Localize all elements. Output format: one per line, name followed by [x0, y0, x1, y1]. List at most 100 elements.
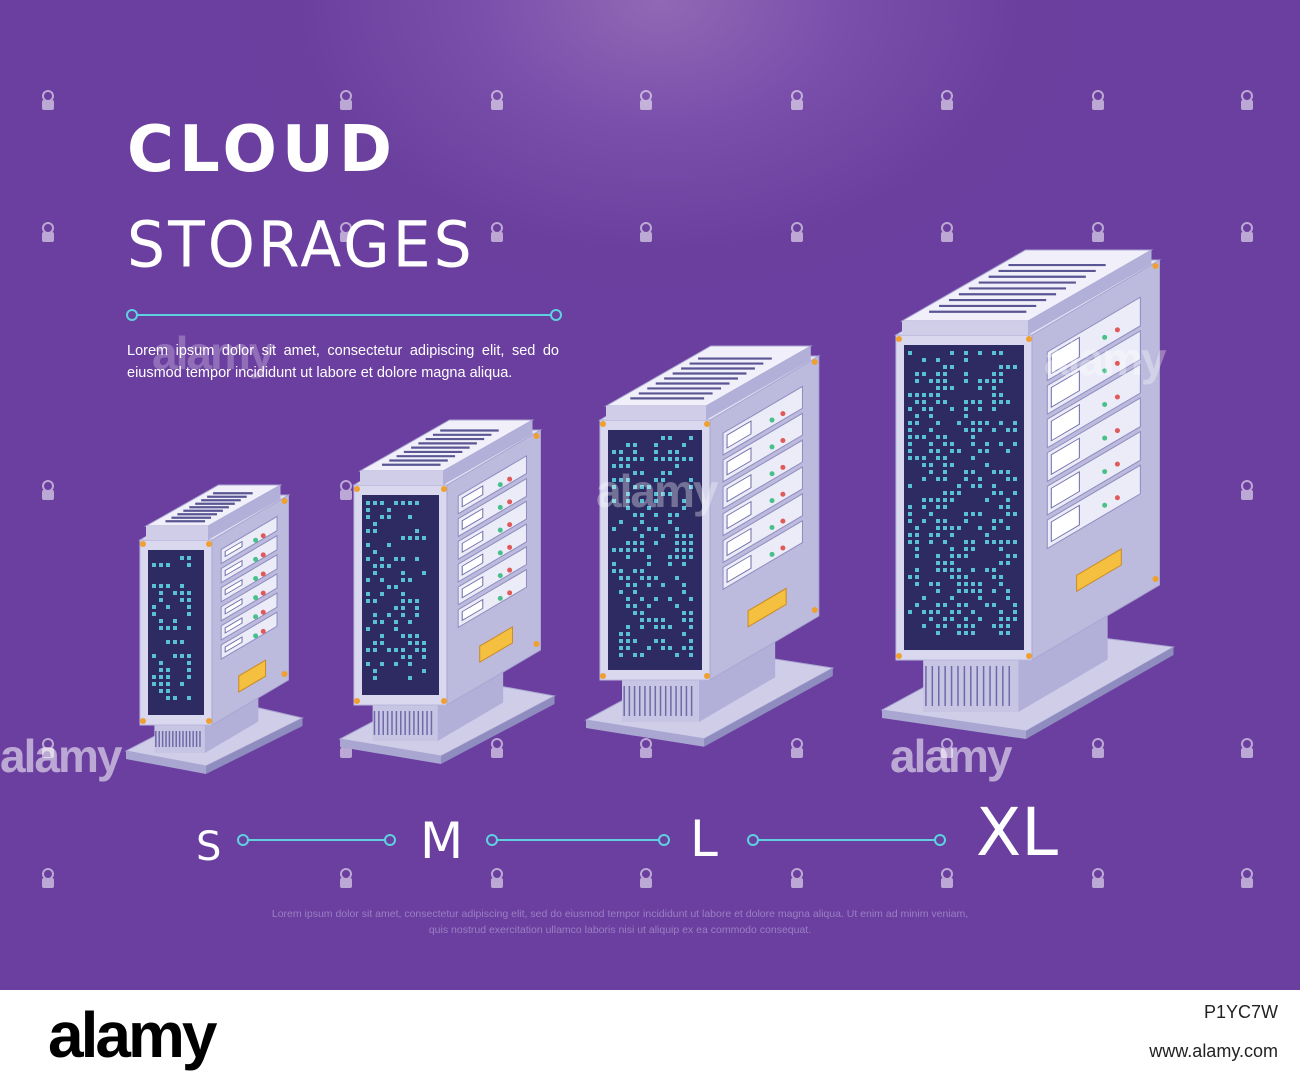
server-led: [957, 421, 961, 425]
server-led: [1006, 540, 1010, 544]
server-led: [366, 592, 370, 596]
server-led: [929, 393, 933, 397]
server-led: [408, 634, 412, 638]
server-led: [633, 569, 637, 573]
server-led: [936, 358, 940, 362]
server-led: [999, 624, 1003, 628]
server-led: [915, 400, 919, 404]
server-led: [394, 501, 398, 505]
server-led: [957, 610, 961, 614]
server-drive-unit: [220, 515, 278, 565]
server-led: [373, 669, 377, 673]
server-led: [633, 583, 637, 587]
server-led: [415, 613, 419, 617]
server-status-led: [253, 614, 259, 620]
server-led: [682, 548, 686, 552]
server-led: [633, 653, 637, 657]
server-led: [978, 379, 982, 383]
server-led: [626, 478, 630, 482]
server-led: [1006, 617, 1010, 621]
server-led: [394, 648, 398, 652]
server-led: [978, 351, 982, 355]
server-led: [971, 589, 975, 593]
server-led: [401, 606, 405, 610]
server-led: [964, 617, 968, 621]
server-led: [647, 583, 651, 587]
server-led: [908, 610, 912, 614]
server-led: [908, 484, 912, 488]
server-led: [992, 491, 996, 495]
server-led: [626, 492, 630, 496]
server-led: [943, 526, 947, 530]
server-led: [943, 498, 947, 502]
server-led: [915, 603, 919, 607]
server-led: [173, 626, 177, 630]
server-led: [647, 576, 651, 580]
server-bolt: [354, 486, 360, 492]
server-led: [152, 654, 156, 658]
server-led: [152, 612, 156, 616]
watermark-pin-icon: [1092, 90, 1104, 110]
server-led: [401, 655, 405, 659]
server-led: [640, 513, 644, 517]
server-led: [999, 372, 1003, 376]
server-led: [999, 575, 1003, 579]
server-led: [929, 533, 933, 537]
server-led: [915, 372, 919, 376]
server-led: [929, 442, 933, 446]
server-led: [626, 443, 630, 447]
server-led: [682, 534, 686, 538]
server-led: [633, 443, 637, 447]
server-led: [408, 599, 412, 603]
server-status-led: [260, 609, 266, 615]
server-led: [999, 561, 1003, 565]
server-led: [943, 624, 947, 628]
server-led: [689, 534, 693, 538]
server-led: [180, 682, 184, 686]
server-led: [187, 605, 191, 609]
server-led: [668, 625, 672, 629]
watermark-pin-icon: [1241, 90, 1253, 110]
server-led: [166, 640, 170, 644]
server-led: [950, 407, 954, 411]
server-led: [187, 626, 191, 630]
server-led: [640, 499, 644, 503]
server-led: [915, 547, 919, 551]
server-led: [1006, 624, 1010, 628]
server-led: [633, 604, 637, 608]
server-led: [992, 400, 996, 404]
server-led: [689, 436, 693, 440]
server-led: [957, 484, 961, 488]
server-led: [380, 634, 384, 638]
title-storages: STORAGES: [127, 208, 475, 283]
server-led: [373, 620, 377, 624]
server-led: [415, 641, 419, 645]
server-led: [1006, 526, 1010, 530]
server-led: [1013, 442, 1017, 446]
server-status-led: [497, 504, 503, 510]
server-led: [978, 428, 982, 432]
watermark-text: alamy: [1044, 333, 1166, 385]
server-lid-side: [208, 485, 281, 540]
server-led: [675, 653, 679, 657]
server-led: [166, 563, 170, 567]
server-led: [373, 599, 377, 603]
server-led: [1006, 400, 1010, 404]
server-status-led: [260, 571, 266, 577]
server-led: [373, 641, 377, 645]
server-drive-display: [461, 576, 484, 599]
server-led: [950, 596, 954, 600]
server-led: [936, 603, 940, 607]
server-led: [380, 662, 384, 666]
server-led: [366, 501, 370, 505]
server-status-led: [769, 417, 775, 423]
server-led: [1013, 610, 1017, 614]
server-led: [943, 470, 947, 474]
server-led: [689, 457, 693, 461]
server-led: [1013, 554, 1017, 558]
server-led: [915, 414, 919, 418]
server-led: [922, 358, 926, 362]
server-drive-unit: [220, 611, 278, 660]
server-led: [668, 597, 672, 601]
server-led: [689, 541, 693, 545]
